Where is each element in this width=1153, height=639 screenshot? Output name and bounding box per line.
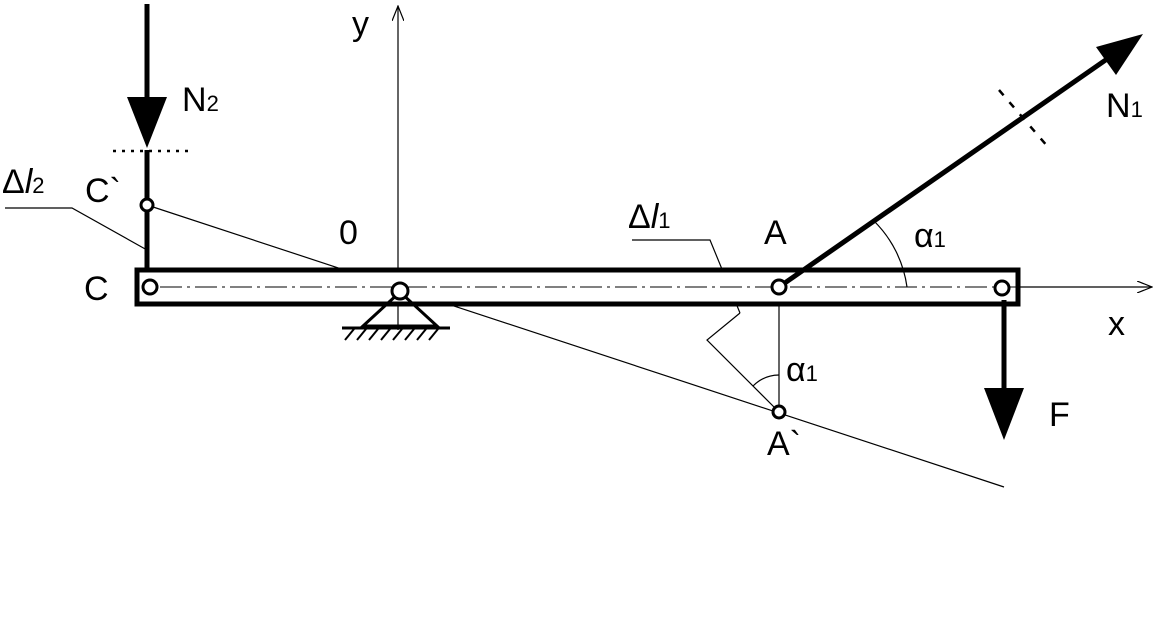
angle-arc-top [873, 220, 908, 288]
angle-alpha-bottom-label: α1 [786, 351, 818, 389]
force-f-label: F [1049, 396, 1070, 434]
delta-l2-leader [5, 207, 148, 251]
support-hatching [344, 328, 439, 341]
hinge-c [141, 278, 159, 296]
hinge-support [390, 281, 410, 301]
hinge-a [770, 278, 788, 296]
x-axis-label: x [1108, 305, 1125, 343]
force-f-arrowhead [984, 388, 1024, 440]
point-a-prime-marker [771, 404, 787, 420]
angle-alpha-top-label: α1 [914, 217, 946, 255]
point-c-prime-label: C` [85, 172, 121, 210]
force-n1-label: N1 [1106, 87, 1143, 125]
delta-l1-construction [706, 312, 780, 413]
origin-label: 0 [339, 214, 358, 252]
force-n1-arrowhead [1096, 34, 1143, 75]
point-c-label: C [84, 270, 109, 308]
angle-arc-bottom [752, 374, 780, 387]
hinge-end [993, 279, 1011, 297]
deflected-beam-line [146, 204, 1005, 488]
force-n2-arrowhead [127, 97, 167, 148]
force-n2-label: N2 [182, 81, 219, 119]
y-axis-label: y [352, 5, 369, 43]
cut-mark-rod-1 [998, 89, 1049, 148]
delta-l1-label: Δl1 [628, 198, 671, 236]
rod-1 [777, 47, 1122, 290]
point-a-label: A [764, 214, 787, 252]
point-a-prime-label: A` [767, 425, 801, 463]
delta-l2-label: Δl2 [2, 163, 45, 201]
point-c-prime-marker [139, 197, 155, 213]
pin-support [359, 289, 441, 328]
